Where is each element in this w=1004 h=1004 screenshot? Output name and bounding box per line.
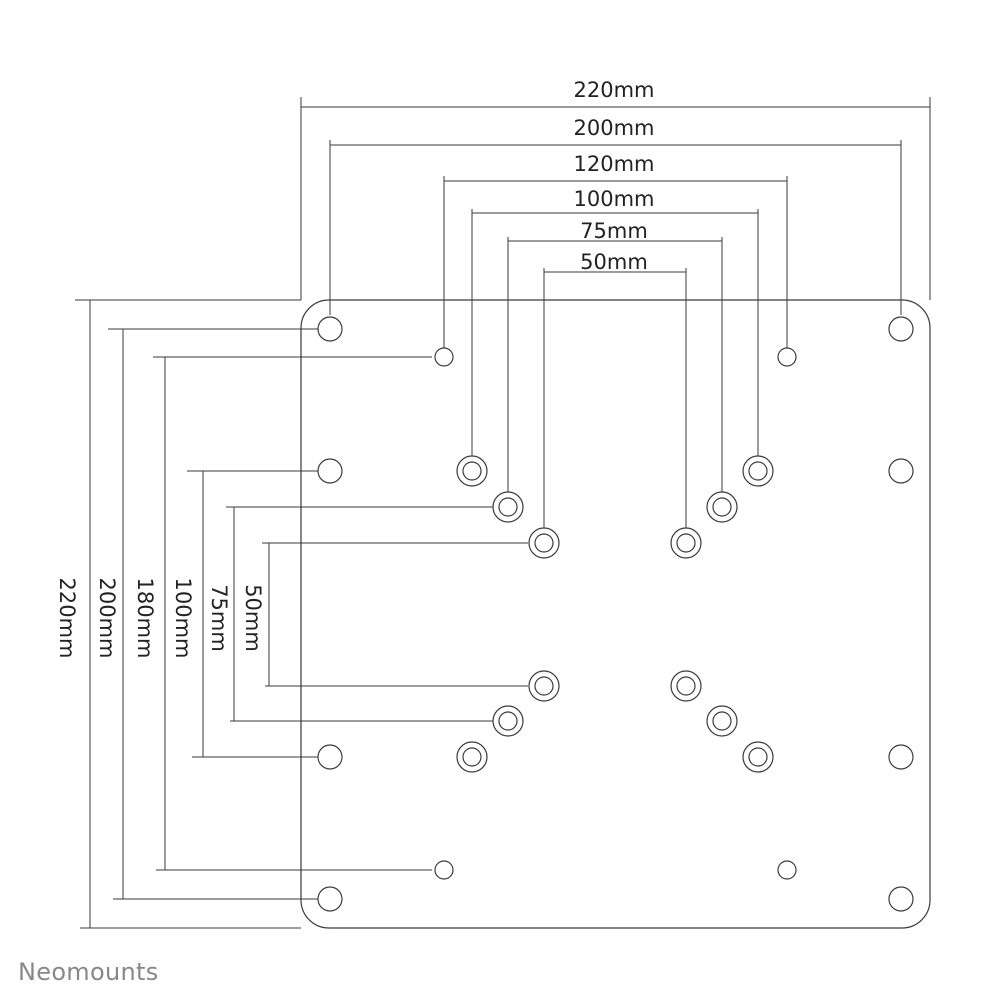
hole-50-bottom-right [670,670,702,702]
hole-75-bottom-left [492,705,524,737]
hole-50-bottom-left [528,670,560,702]
hole-200-top-right [888,316,914,342]
hole-side-right-upper [888,458,914,484]
label-h-50: 50mm [580,250,648,274]
label-v-180: 180mm [133,578,157,659]
hole-75-bottom-right [706,705,738,737]
hole-50-top-right [670,527,702,559]
vertical-dimension-lines [75,299,528,929]
label-h-75: 75mm [580,219,648,243]
hole-75-top-left [492,491,524,523]
horizontal-dimension-labels: 220mm 200mm 120mm 100mm 75mm 50mm [574,78,655,274]
hole-100-top-left [456,455,488,487]
hole-side-right-lower [888,744,914,770]
hole-200-bottom-left [317,886,343,912]
label-v-75: 75mm [207,584,231,652]
label-h-120: 120mm [574,152,655,176]
hole-small-top-left [434,347,454,367]
brand-logo-text: Neomounts [18,958,159,986]
label-v-50: 50mm [241,584,265,652]
hole-100-top-right [742,455,774,487]
hole-50-top-left [528,527,560,559]
hole-200-top-left [317,316,343,342]
label-h-200: 200mm [574,116,655,140]
label-v-220: 220mm [55,578,79,659]
hole-100-bottom-right [742,741,774,773]
vertical-dimension-labels: 220mm 200mm 180mm 100mm 75mm 50mm [55,578,265,659]
label-h-100: 100mm [574,187,655,211]
label-v-100: 100mm [171,578,195,659]
hole-small-bottom-left [434,860,454,880]
horizontal-dimension-lines [300,97,931,529]
hole-200-bottom-right [888,886,914,912]
hole-small-top-right [777,347,797,367]
mounting-holes [317,316,914,912]
hole-100-bottom-left [456,741,488,773]
hole-small-bottom-right [777,860,797,880]
label-v-200: 200mm [95,578,119,659]
mounting-plate [300,299,931,929]
label-h-220: 220mm [574,78,655,102]
hole-75-top-right [706,491,738,523]
hole-side-left-upper [317,458,343,484]
hole-side-left-lower [317,744,343,770]
